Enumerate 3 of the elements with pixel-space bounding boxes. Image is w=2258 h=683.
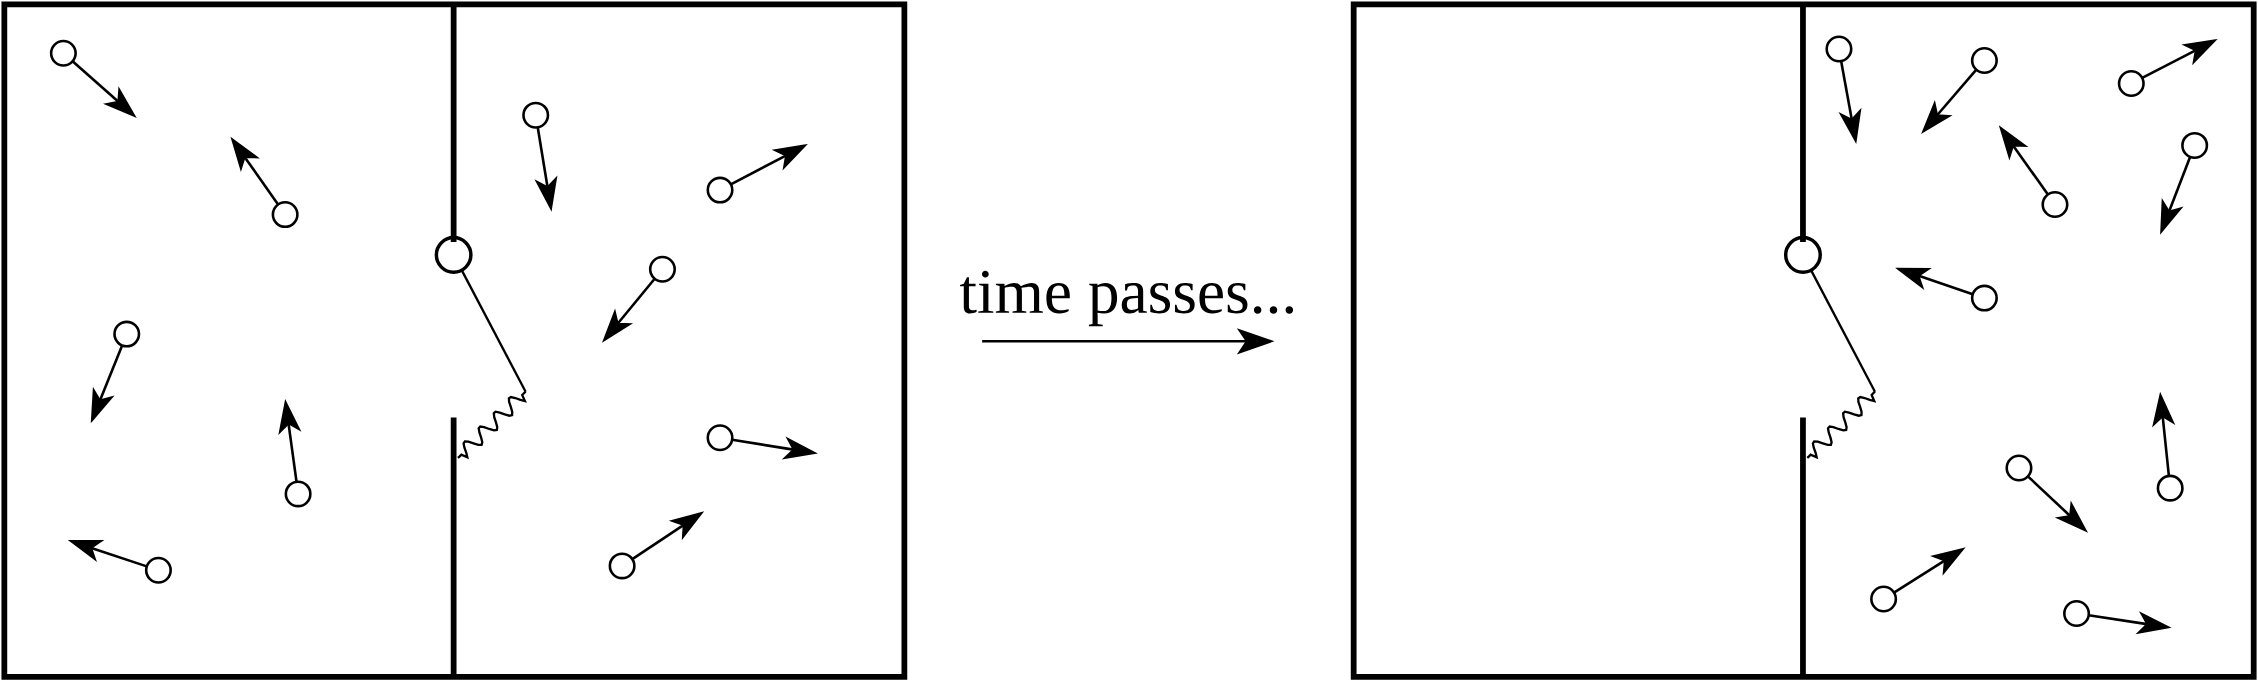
edge-label: time passes... bbox=[960, 271, 1294, 327]
container-box bbox=[1, 1, 908, 680]
container-box bbox=[1350, 1, 2257, 680]
